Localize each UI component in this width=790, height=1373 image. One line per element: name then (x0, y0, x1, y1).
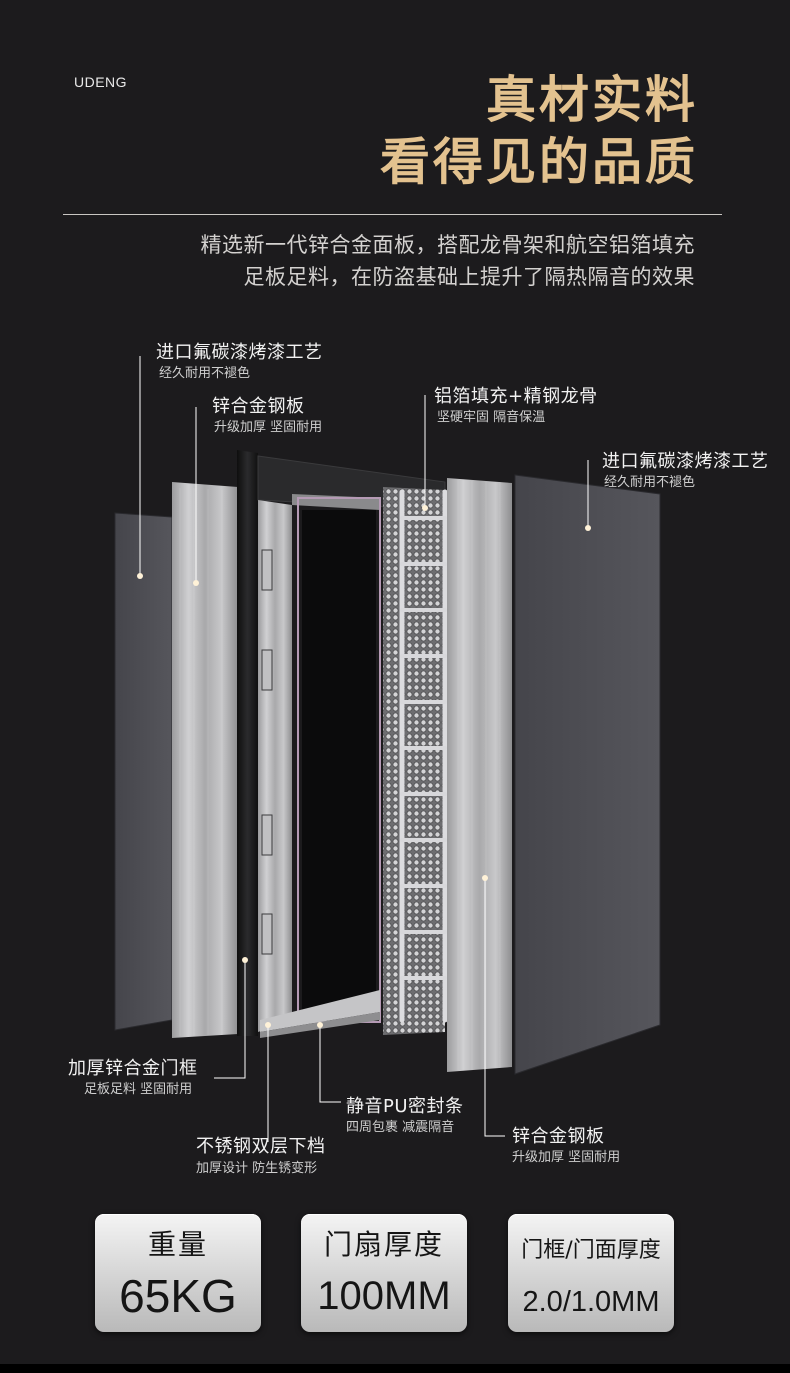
callout-7-subtitle: 升级加厚 坚固耐用 (512, 1150, 621, 1165)
stat-card-weight: 重量 65KG (95, 1214, 261, 1332)
callout-2-subtitle: 升级加厚 坚固耐用 (214, 420, 323, 435)
callout-4-subtitle: 经久耐用不褪色 (604, 475, 696, 490)
stat-label: 重量 (147, 1228, 208, 1261)
description-line-1: 精选新一代锌合金面板，搭配龙骨架和航空铝箔填充 (200, 233, 695, 257)
callout-5-title: 加厚锌合金门框 (68, 1058, 198, 1079)
headline-line-2: 看得见的品质 (380, 133, 698, 191)
divider (63, 214, 722, 215)
stat-label: 门扇厚度 (323, 1228, 444, 1261)
spec-stats: 重量 65KG 门扇厚度 100MM 门框/门面厚度 2.0/1.0MM (0, 1214, 790, 1336)
right-dark-panel (514, 474, 661, 1075)
aluminium-honeycomb-core (383, 487, 448, 1035)
door-layers-illustration (114, 356, 661, 1142)
callout-8-title: 不锈钢双层下档 (196, 1136, 326, 1157)
door-exploded-view: 进口氟碳漆烤漆工艺 经久耐用不褪色 锌合金钢板 升级加厚 坚固耐用 铝箔填充+精… (0, 320, 790, 1200)
brand-logo: UDENG (74, 74, 128, 90)
callout-dots (137, 505, 591, 1028)
stat-card-door-thickness: 门扇厚度 100MM (301, 1214, 467, 1332)
left-zinc-steel-panel (172, 482, 238, 1038)
callout-4-title: 进口氟碳漆烤漆工艺 (602, 451, 769, 472)
stat-value: 100MM (317, 1274, 451, 1318)
callout-1-title: 进口氟碳漆烤漆工艺 (156, 342, 323, 363)
stat-card-frame-thickness: 门框/门面厚度 2.0/1.0MM (508, 1214, 674, 1332)
right-zinc-steel-panel (447, 478, 512, 1072)
callout-7-title: 锌合金钢板 (512, 1126, 605, 1147)
callout-2-title: 锌合金钢板 (212, 396, 305, 417)
callout-3-subtitle: 坚硬牢固 隔音保温 (437, 410, 546, 425)
description-line-2: 足板足料，在防盗基础上提升了隔热隔音的效果 (243, 265, 695, 289)
callout-8-subtitle: 加厚设计 防生锈变形 (196, 1161, 318, 1176)
callout-1-subtitle: 经久耐用不褪色 (159, 366, 251, 381)
stat-value: 2.0/1.0MM (522, 1286, 660, 1318)
callout-6-title: 静音PU密封条 (346, 1096, 464, 1117)
bottom-edge-bar (0, 1364, 790, 1373)
stat-label: 门框/门面厚度 (521, 1238, 661, 1263)
callout-6-subtitle: 四周包裹 减震隔音 (346, 1120, 455, 1135)
left-dark-panel (114, 512, 173, 1031)
callout-leader-lines (139, 356, 589, 1142)
callout-3-title: 铝箔填充+精钢龙骨 (434, 386, 598, 407)
stat-value: 65KG (119, 1270, 237, 1322)
headline-line-1: 真材实料 (486, 71, 698, 129)
callout-5-subtitle: 足板足料 坚固耐用 (84, 1082, 193, 1097)
